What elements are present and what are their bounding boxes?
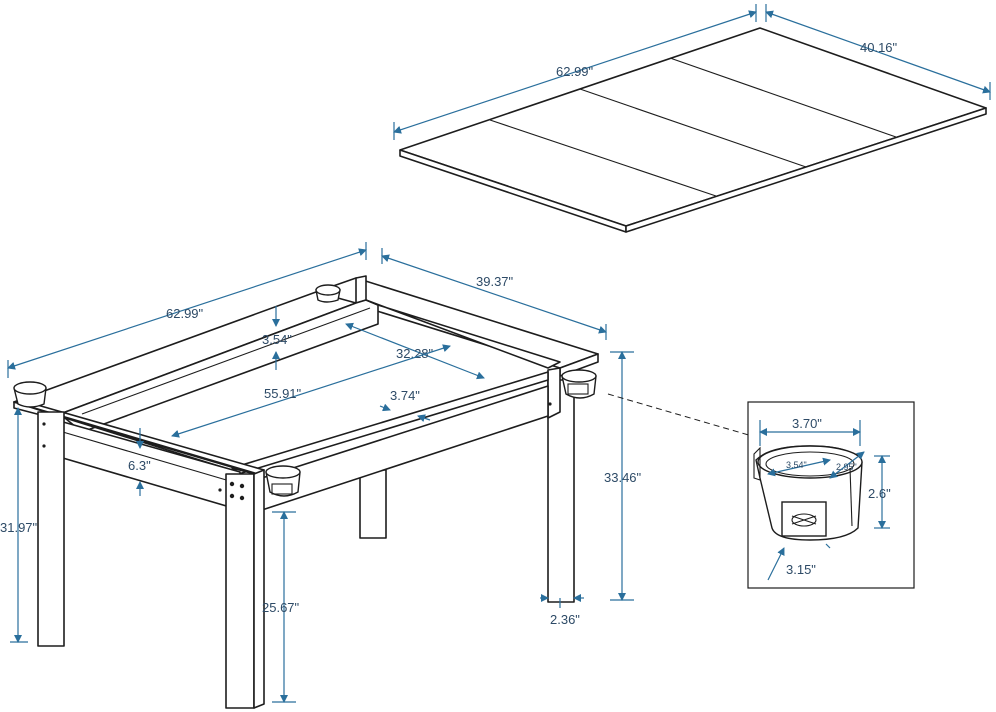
tabletop-width-dimension: 40.16" xyxy=(765,4,991,100)
tabletop-width-label: 40.16" xyxy=(860,40,898,55)
cup-holder-front-left xyxy=(13,381,47,408)
total-height-dimension: 33.46" xyxy=(604,351,642,601)
cup-opening-dimension: 2.95" xyxy=(829,451,865,479)
cup-holder-front-right xyxy=(265,465,301,497)
left-leg-height-dimension: 31.97" xyxy=(0,407,38,643)
cup-holder-back-left xyxy=(315,284,341,303)
detail-leader-line xyxy=(607,393,753,437)
table-frame xyxy=(13,275,599,709)
inner-length-label: 55.91" xyxy=(264,386,302,401)
tabletop-length-dimension: 62.99" xyxy=(393,4,757,140)
cup-base-label: 3.15" xyxy=(786,562,816,577)
cup-height-label: 2.6" xyxy=(868,486,891,501)
frame-width-dimension: 39.37" xyxy=(381,248,607,340)
leg-width-label: 2.36" xyxy=(550,612,580,627)
apron-height-label: 6.3" xyxy=(128,458,151,473)
cup-inner-diameter-label: 3.54" xyxy=(786,460,807,470)
side-rail-label: 3.74" xyxy=(390,388,420,403)
cup-width-dimension: 3.70" xyxy=(759,416,861,446)
side-rail-dimension: 3.74" xyxy=(379,388,431,423)
cup-base-dimension: 3.15" xyxy=(767,543,831,581)
leg-width-dimension: 2.36" xyxy=(540,594,584,627)
cup-width-label: 3.70" xyxy=(792,416,822,431)
left-leg-height-label: 31.97" xyxy=(0,520,38,535)
frame-length-dimension: 62.99" xyxy=(7,242,367,378)
tabletop-length-label: 62.99" xyxy=(556,64,594,79)
frame-width-label: 39.37" xyxy=(476,274,514,289)
total-height-label: 33.46" xyxy=(604,470,642,485)
leg-clearance-dimension: 25.67" xyxy=(262,511,300,703)
top-rail-label: 3.54" xyxy=(262,332,292,347)
cup-height-dimension: 2.6" xyxy=(868,455,891,529)
inner-length-dimension: 55.91" xyxy=(171,344,451,438)
apron-height-dimension: 6.3" xyxy=(128,428,151,496)
cup-opening-label: 2.95" xyxy=(836,462,857,472)
frame-length-label: 62.99" xyxy=(166,306,204,321)
cup-holder-back-right xyxy=(561,369,597,399)
cup-inner-diameter-dimension: 3.54" xyxy=(767,457,831,477)
leg-clearance-label: 25.67" xyxy=(262,600,300,615)
